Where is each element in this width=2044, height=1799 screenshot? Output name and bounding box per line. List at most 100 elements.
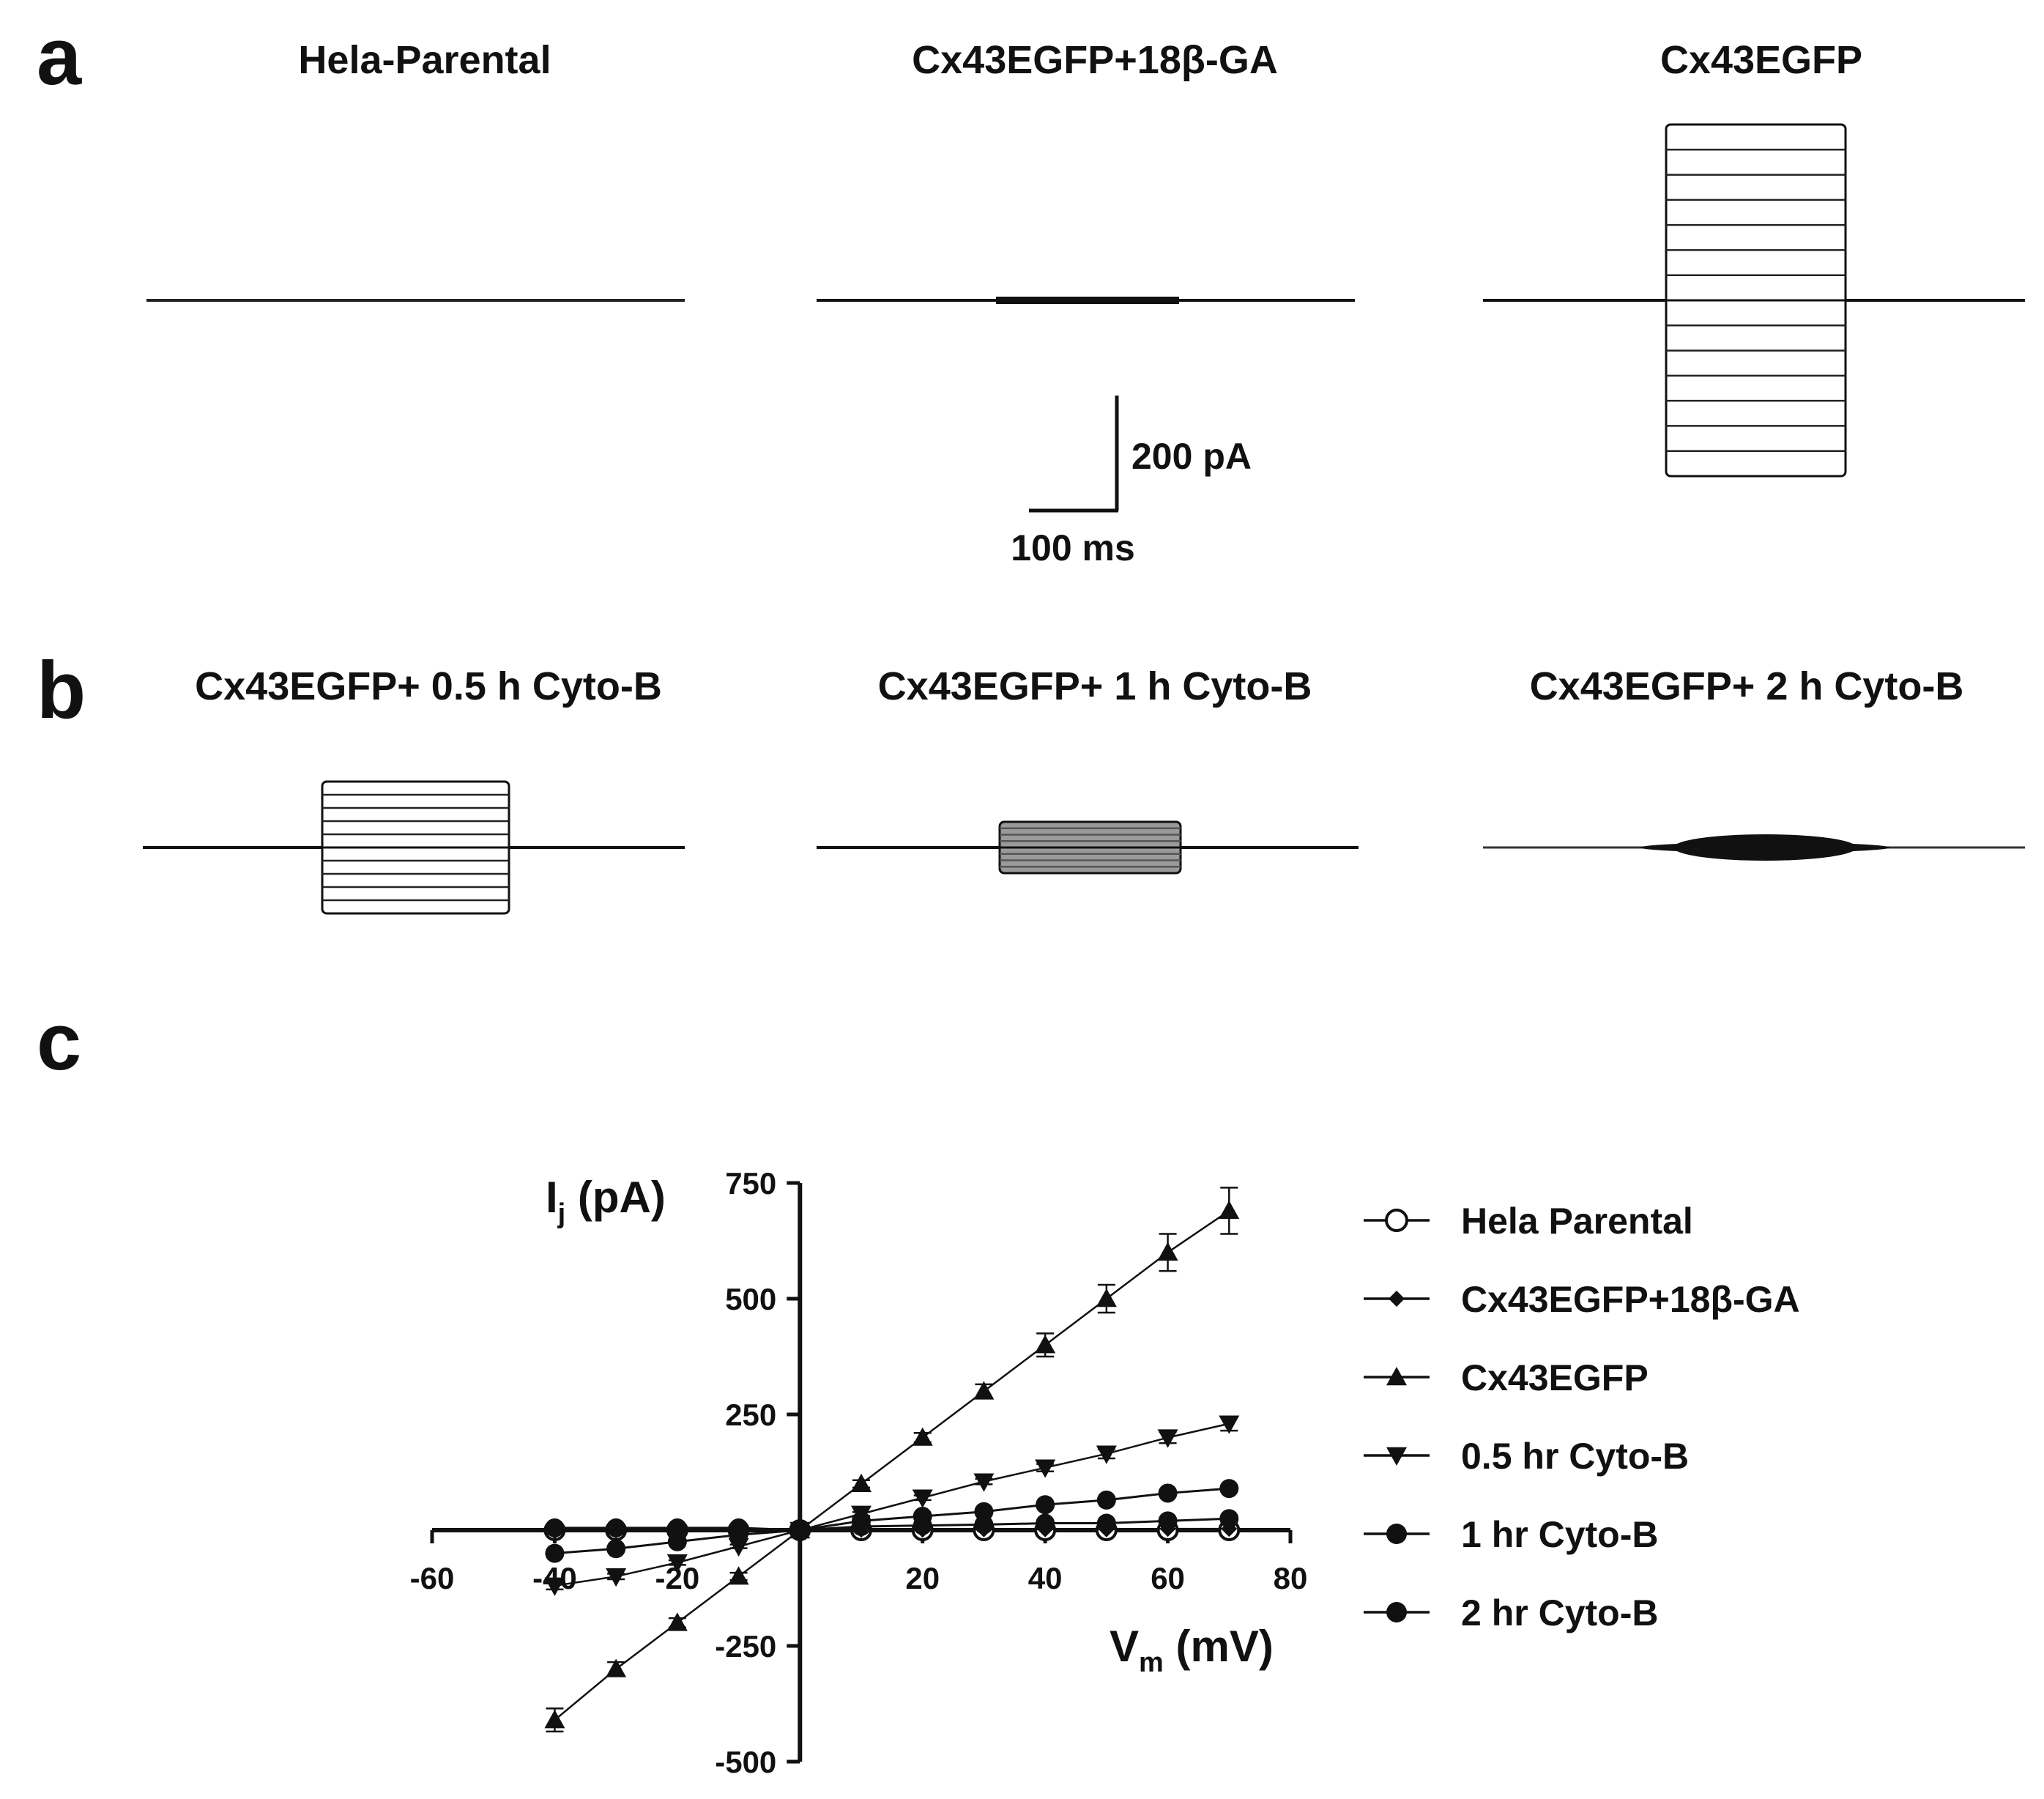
legend-item: Cx43EGFP+18β-GA (1364, 1279, 1800, 1320)
data-point (974, 1515, 994, 1535)
data-point (606, 1568, 627, 1587)
series-line (554, 1209, 1230, 1721)
x-tick-label: 20 (905, 1561, 940, 1595)
series-line (554, 1422, 1230, 1587)
trace-cytob-05h (143, 780, 685, 915)
series-5 (545, 1509, 1239, 1540)
panel-a: a Hela-Parental Cx43EGFP+18β-GA Cx43EGFP… (37, 12, 2025, 568)
data-point (1158, 1511, 1178, 1531)
scale-bar-current-label: 200 pA (1131, 436, 1252, 477)
data-point (1036, 1513, 1055, 1533)
series-1 (546, 1521, 1238, 1540)
legend-marker (1385, 1209, 1408, 1232)
legend-marker (1386, 1602, 1407, 1622)
trace-title-hela-parental: Hela-Parental (298, 38, 551, 82)
data-point (851, 1473, 872, 1492)
x-tick-label: 40 (1028, 1561, 1063, 1595)
data-point (1158, 1483, 1178, 1503)
panel-b: b Cx43EGFP+ 0.5 h Cyto-B Cx43EGFP+ 1 h C… (37, 645, 2025, 915)
trace-cytob-1h (817, 820, 1359, 875)
data-point (973, 1473, 995, 1492)
data-point (1096, 1445, 1117, 1464)
data-point (1035, 1335, 1056, 1354)
legend-label: Cx43EGFP+18β-GA (1461, 1279, 1800, 1320)
legend-item: 0.5 hr Cyto-B (1364, 1436, 1689, 1477)
legend-item: Hela Parental (1364, 1201, 1693, 1242)
data-point (1096, 1490, 1116, 1510)
data-point (729, 1518, 748, 1538)
data-point (912, 1489, 933, 1508)
data-point (1157, 1242, 1178, 1261)
legend-item: Cx43EGFP (1364, 1357, 1649, 1398)
legend-label: 1 hr Cyto-B (1461, 1514, 1658, 1555)
trace-title-cytob-05h: Cx43EGFP+ 0.5 h Cyto-B (195, 664, 662, 708)
scale-bar: 200 pA 100 ms (1011, 396, 1252, 568)
data-point (667, 1518, 687, 1538)
panel-letter-c: c (37, 997, 81, 1087)
data-point (1219, 1479, 1239, 1499)
data-point (1219, 1415, 1240, 1434)
data-point (606, 1658, 627, 1677)
trace-title-cytob-2h: Cx43EGFP+ 2 h Cyto-B (1530, 664, 1964, 708)
trace-cx43egfp (1483, 123, 2025, 478)
y-axis-label: Ij (pA) (546, 1173, 666, 1229)
data-point (1035, 1459, 1056, 1478)
legend-item: 2 hr Cyto-B (1364, 1592, 1658, 1633)
trace-title-cx43egfp: Cx43EGFP (1660, 38, 1862, 82)
series-line (554, 1487, 1230, 1555)
x-axis-label: Vm (mV) (1110, 1622, 1274, 1678)
series-line (554, 1527, 1230, 1532)
legend-marker (1389, 1291, 1405, 1307)
y-ticks: 750 500 250 -250 -500 (715, 1166, 800, 1779)
y-tick-label: 500 (725, 1282, 776, 1316)
data-point (666, 1554, 688, 1573)
y-tick-label: 750 (725, 1166, 776, 1201)
series-layer (543, 1187, 1241, 1733)
legend-label: 2 hr Cyto-B (1461, 1592, 1658, 1633)
data-point (1036, 1495, 1055, 1515)
data-point (1096, 1288, 1117, 1307)
data-point (545, 1543, 565, 1563)
data-point (973, 1381, 995, 1400)
data-point (912, 1427, 933, 1446)
data-point (544, 1577, 565, 1596)
legend-marker (1386, 1367, 1407, 1386)
legend-label: Hela Parental (1461, 1201, 1693, 1242)
series-3 (544, 1415, 1240, 1596)
trace-cytob-2h (1483, 834, 2025, 861)
data-point (606, 1539, 626, 1559)
scale-bar-time-label: 100 ms (1011, 527, 1135, 568)
x-tick-label: -60 (410, 1561, 455, 1595)
legend-marker (1386, 1447, 1407, 1466)
data-point (1219, 1509, 1239, 1529)
trace-title-cytob-1h: Cx43EGFP+ 1 h Cyto-B (878, 664, 1312, 708)
data-point (666, 1612, 688, 1631)
series-4 (545, 1479, 1239, 1563)
panel-letter-b: b (37, 645, 86, 735)
data-point (545, 1518, 565, 1538)
data-point (1096, 1513, 1116, 1533)
x-tick-label: 80 (1274, 1561, 1308, 1595)
data-point (1219, 1200, 1240, 1220)
legend-label: Cx43EGFP (1461, 1357, 1649, 1398)
data-point (852, 1516, 871, 1536)
panel-letter-a: a (37, 12, 82, 102)
series-2 (544, 1187, 1240, 1733)
data-point (544, 1710, 565, 1729)
legend-marker (1386, 1524, 1407, 1544)
y-tick-label: -500 (715, 1745, 776, 1779)
series-line (554, 1517, 1230, 1532)
legend-label: 0.5 hr Cyto-B (1461, 1436, 1689, 1477)
data-point (790, 1521, 810, 1540)
data-point (1157, 1429, 1178, 1448)
data-point (728, 1566, 749, 1585)
data-point (667, 1532, 687, 1551)
y-tick-label: -250 (715, 1629, 776, 1663)
data-point (913, 1516, 932, 1535)
y-tick-label: 250 (725, 1398, 776, 1432)
data-point (606, 1518, 626, 1538)
legend-item: 1 hr Cyto-B (1364, 1514, 1658, 1555)
